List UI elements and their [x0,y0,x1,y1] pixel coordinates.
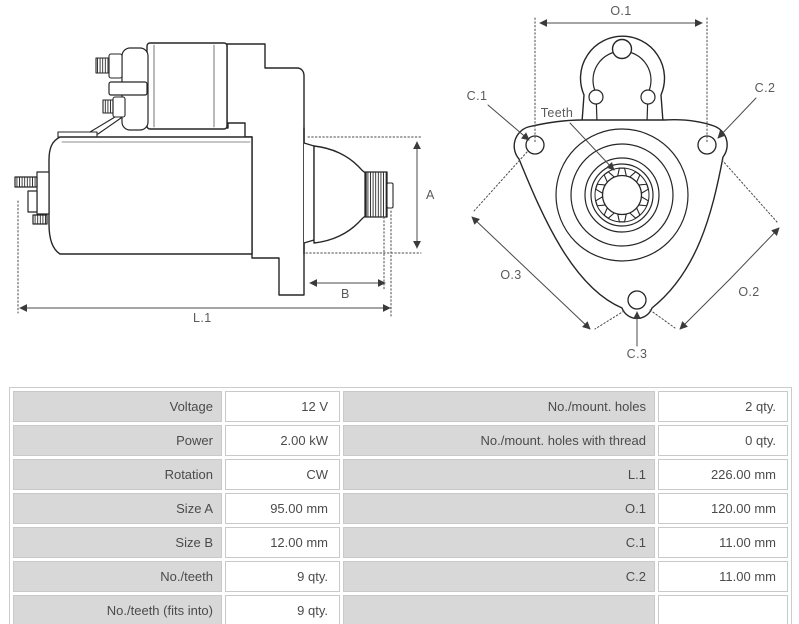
top-arch-bracket [579,35,666,123]
spec-label-cell: Power [13,425,222,456]
flange-outline [513,118,728,320]
leader-c1 [487,104,530,141]
dim-label-o3: O.3 [500,268,521,282]
front-view-drawing: O.1 C.1 C.2 Teeth O.3 O.2 C.3 [467,4,780,361]
technical-drawing: A B L.1 [14,4,780,361]
housing-circles [555,128,689,262]
spec-label-cell [343,595,655,624]
drive-bell [313,145,367,244]
rear-stud-upper [14,176,38,188]
spec-value-cell: 11.00 mm [658,561,788,592]
drive-housing [226,43,305,296]
spec-label-cell: Rotation [13,459,222,490]
terminal-bolt-lower [102,96,126,118]
connector-tab [108,81,148,96]
motor-body [48,131,253,255]
spec-label-cell: C.1 [343,527,655,558]
gear-teeth [595,167,649,223]
table-row: Voltage 12 V No./mount. holes 2 qty. [13,391,788,422]
spec-value-cell: 2.00 kW [225,425,340,456]
spec-value-cell: 120.00 mm [658,493,788,524]
rear-stud-lower [32,214,48,225]
table-row: Size B 12.00 mm C.1 11.00 mm [13,527,788,558]
spec-value-cell: 0 qty. [658,425,788,456]
spec-table: Voltage 12 V No./mount. holes 2 qty. Pow… [9,387,792,624]
teeth-label: Teeth [541,106,574,120]
spec-value-cell: 2 qty. [658,391,788,422]
arch-hole-left [588,89,604,105]
arch-hole-right [640,89,656,105]
table-row: No./teeth 9 qty. C.2 11.00 mm [13,561,788,592]
side-view-drawing: A B L.1 [14,42,435,325]
terminal-bolt-upper [95,53,123,79]
spec-label-cell: No./mount. holes [343,391,655,422]
dim-label-o2: O.2 [738,285,759,299]
spec-label-cell: O.1 [343,493,655,524]
spec-label-cell: Size B [13,527,222,558]
spec-label-cell: L.1 [343,459,655,490]
dim-label-c2: C.2 [755,81,776,95]
spec-value-cell: 12 V [225,391,340,422]
spec-label-cell: No./mount. holes with thread [343,425,655,456]
dim-label-o1: O.1 [610,4,631,18]
mounting-hole-c2 [697,135,717,155]
spec-label-cell: C.2 [343,561,655,592]
mounting-hole-c1 [525,135,545,155]
spec-label-cell: No./teeth [13,561,222,592]
dim-label-b: B [341,287,350,301]
shaft-tip [386,182,394,209]
dim-label-a: A [426,188,435,202]
leader-teeth [569,122,615,171]
spec-label-cell: No./teeth (fits into) [13,595,222,624]
spec-label-cell: Voltage [13,391,222,422]
arch-top-hole [611,38,633,60]
spec-label-cell: Size A [13,493,222,524]
mounting-flange-face [303,127,315,255]
table-row: Size A 95.00 mm O.1 120.00 mm [13,493,788,524]
terminal-brace [89,116,122,135]
table-row: Rotation CW L.1 226.00 mm [13,459,788,490]
spec-value-cell: 9 qty. [225,561,340,592]
dim-label-c1: C.1 [467,89,488,103]
leader-c2 [717,97,757,139]
front-dimensions [471,17,780,347]
mounting-hole-c3 [627,290,647,310]
spec-value-cell: 12.00 mm [225,527,340,558]
spec-value-cell [658,595,788,624]
solenoid [89,42,228,135]
spec-value-cell: 95.00 mm [225,493,340,524]
body-top-lip [57,131,98,138]
spec-value-cell: CW [225,459,340,490]
pinion-gear [364,171,394,218]
rear-end-cap [14,171,50,225]
dim-label-c3: C.3 [627,347,648,361]
dim-label-l1: L.1 [193,311,212,325]
spec-value-cell: 11.00 mm [658,527,788,558]
side-dimensions [17,136,422,317]
table-row: Power 2.00 kW No./mount. holes with thre… [13,425,788,456]
table-row: No./teeth (fits into) 9 qty. [13,595,788,624]
spec-value-cell: 226.00 mm [658,459,788,490]
pinion-gear-front [594,167,650,223]
spec-value-cell: 9 qty. [225,595,340,624]
